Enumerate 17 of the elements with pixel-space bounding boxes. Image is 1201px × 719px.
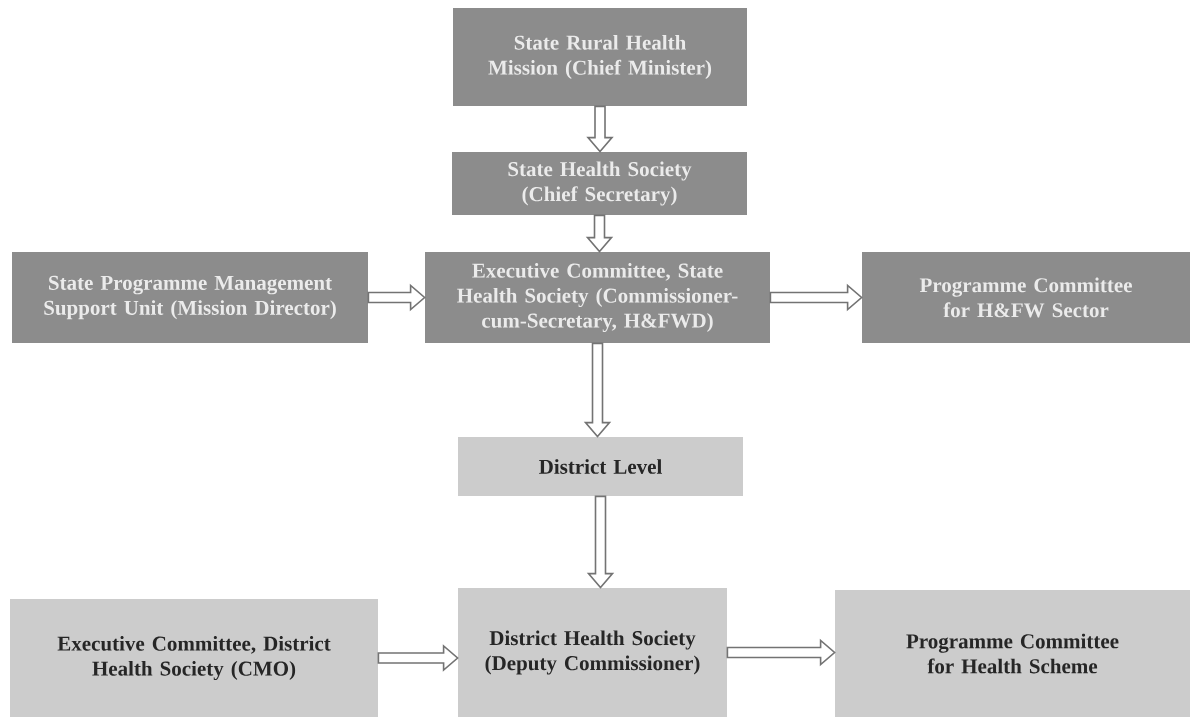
process-box: District Health Society (Deputy Commissioner) [458, 588, 727, 717]
process-box: District Level [458, 437, 743, 496]
arrow [726, 638, 836, 667]
process-box: State Rural Health Mission (Chief Minister) [453, 8, 747, 106]
arrow [586, 105, 614, 153]
arrow [583, 342, 612, 438]
arrow [769, 283, 863, 312]
process-box: State Health Society (Chief Secretary) [452, 152, 747, 215]
process-box: Programme Committee for H&FW Sector [862, 252, 1190, 343]
process-box: Programme Committee for Health Scheme [835, 590, 1190, 717]
process-box: Executive Committee, District Health Society (CMO) [10, 599, 378, 717]
arrow [586, 495, 615, 589]
process-box: State Programme Management Support Unit (Mission Director) [12, 252, 368, 343]
arrow [377, 644, 459, 672]
arrow [585, 214, 614, 253]
process-box: Executive Committee, State Health Society (Commissioner-cum-Secretary, H&FWD) [425, 252, 770, 343]
arrow [367, 283, 426, 312]
